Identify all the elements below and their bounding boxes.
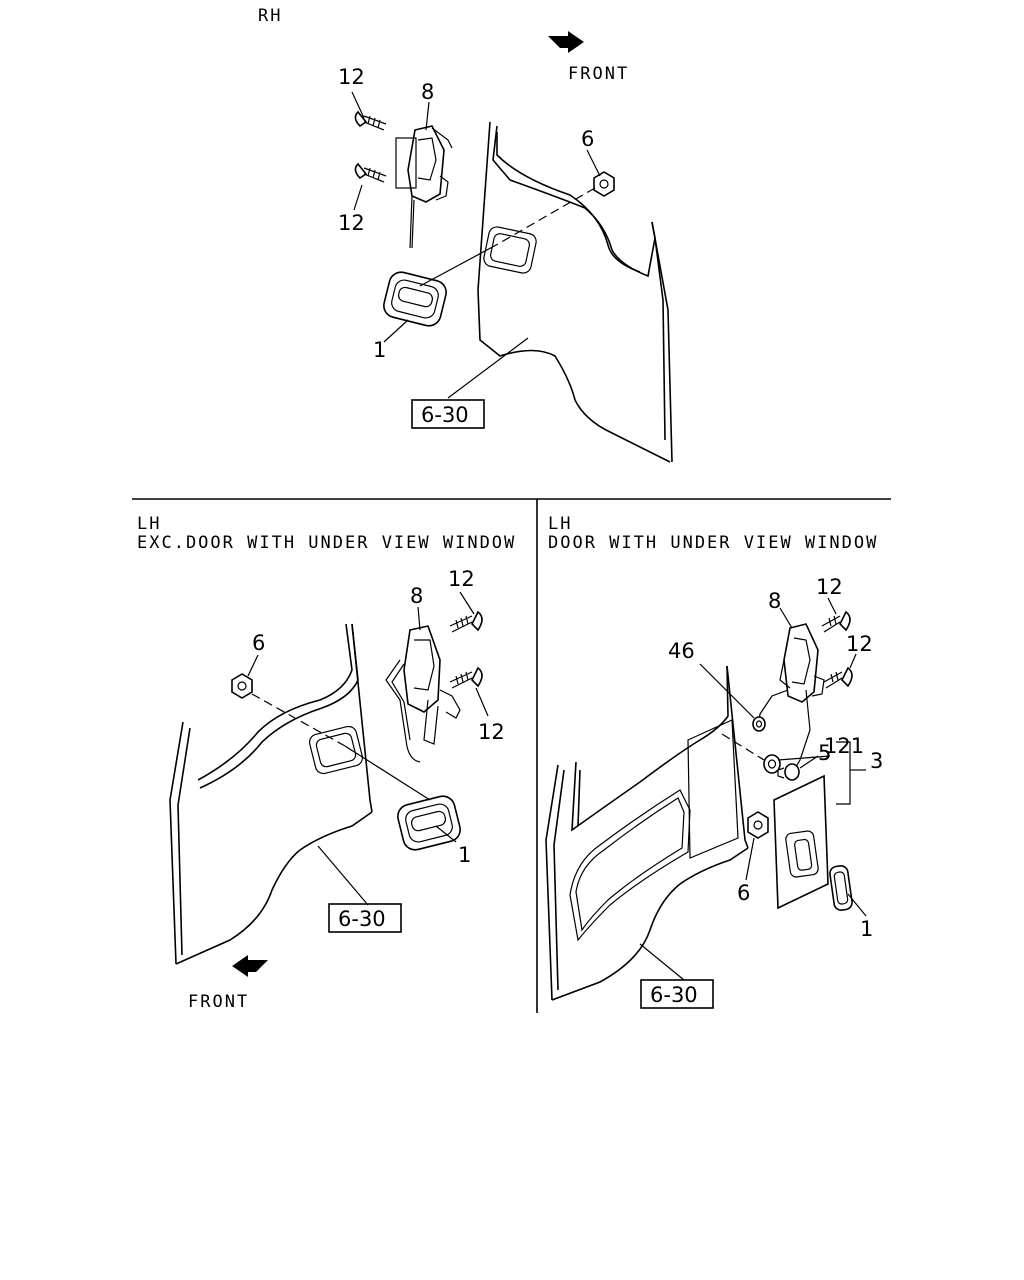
screw-icon bbox=[354, 110, 387, 131]
panel-rh-side-label: RH bbox=[258, 6, 282, 26]
door-lock-mechanism-rh bbox=[395, 125, 453, 249]
callout-grommet: 121 bbox=[824, 734, 864, 758]
reference-label: 6-30 bbox=[650, 983, 698, 1007]
callout-lock: 8 bbox=[410, 584, 423, 608]
door-panel-lh-with bbox=[545, 665, 749, 1001]
door-lock-mechanism-lh-exc bbox=[385, 625, 461, 763]
callout-nut: 6 bbox=[252, 631, 265, 655]
callout-plate: 3 bbox=[870, 749, 883, 773]
callout-screw-top: 12 bbox=[816, 575, 843, 599]
panel-lh-with-side-label: LH bbox=[548, 514, 572, 534]
reference-label: 6-30 bbox=[338, 907, 386, 931]
front-arrow-icon bbox=[548, 31, 584, 53]
panel-rh-front-label: FRONT bbox=[568, 64, 629, 84]
door-panel-lh-exc bbox=[169, 623, 373, 965]
screw-icon bbox=[354, 162, 387, 183]
escutcheon-plate bbox=[773, 774, 829, 910]
panel-rh: RH FRONT bbox=[258, 6, 673, 463]
callout-screw-top: 12 bbox=[448, 567, 475, 591]
inner-handle-lh-exc bbox=[397, 795, 461, 851]
door-lock-mechanism-lh-with bbox=[757, 623, 825, 771]
callout-handle: 1 bbox=[458, 843, 471, 867]
callout-screw-bottom: 12 bbox=[478, 720, 505, 744]
screw-icon bbox=[821, 610, 851, 633]
clip-icon bbox=[777, 763, 800, 781]
panel-lh-exc-front-label: FRONT bbox=[188, 992, 249, 1012]
callout-lock: 8 bbox=[768, 589, 781, 613]
panel-lh-with: LH DOOR WITH UNDER VIEW WINDOW bbox=[545, 514, 883, 1009]
grommet-icon bbox=[763, 754, 781, 774]
callout-nut: 6 bbox=[737, 881, 750, 905]
reference-box bbox=[411, 399, 485, 429]
panel-lh-with-title: DOOR WITH UNDER VIEW WINDOW bbox=[548, 533, 878, 553]
inner-handle-rh bbox=[383, 271, 447, 327]
callout-nut: 6 bbox=[581, 127, 594, 151]
screw-icon bbox=[449, 610, 483, 633]
reference-label: 6-30 bbox=[421, 403, 469, 427]
front-arrow-icon bbox=[232, 955, 268, 977]
callout-screw-bottom: 12 bbox=[338, 211, 365, 235]
reference-box bbox=[640, 979, 714, 1009]
callout-screw-bottom: 12 bbox=[846, 632, 873, 656]
nut-icon bbox=[593, 171, 615, 197]
reference-box bbox=[328, 903, 402, 933]
callout-clip: 5 bbox=[818, 741, 831, 765]
panel-lh-exc: LH EXC.DOOR WITH UNDER VIEW WINDOW bbox=[137, 514, 516, 1012]
callout-handle: 1 bbox=[373, 338, 386, 362]
callout-screw-top: 12 bbox=[338, 65, 365, 89]
door-panel-rh bbox=[477, 121, 673, 463]
panel-lh-exc-side-label: LH bbox=[137, 514, 161, 534]
callout-bushing: 46 bbox=[668, 639, 695, 663]
nut-icon bbox=[231, 673, 253, 699]
callout-handle: 1 bbox=[860, 917, 873, 941]
inner-handle-lh-with bbox=[829, 865, 853, 911]
screw-icon bbox=[823, 666, 853, 689]
bushing-icon bbox=[752, 716, 766, 732]
screw-icon bbox=[449, 666, 483, 689]
panel-lh-exc-title: EXC.DOOR WITH UNDER VIEW WINDOW bbox=[137, 533, 516, 553]
nut-icon bbox=[747, 811, 769, 839]
callout-lock: 8 bbox=[421, 80, 434, 104]
